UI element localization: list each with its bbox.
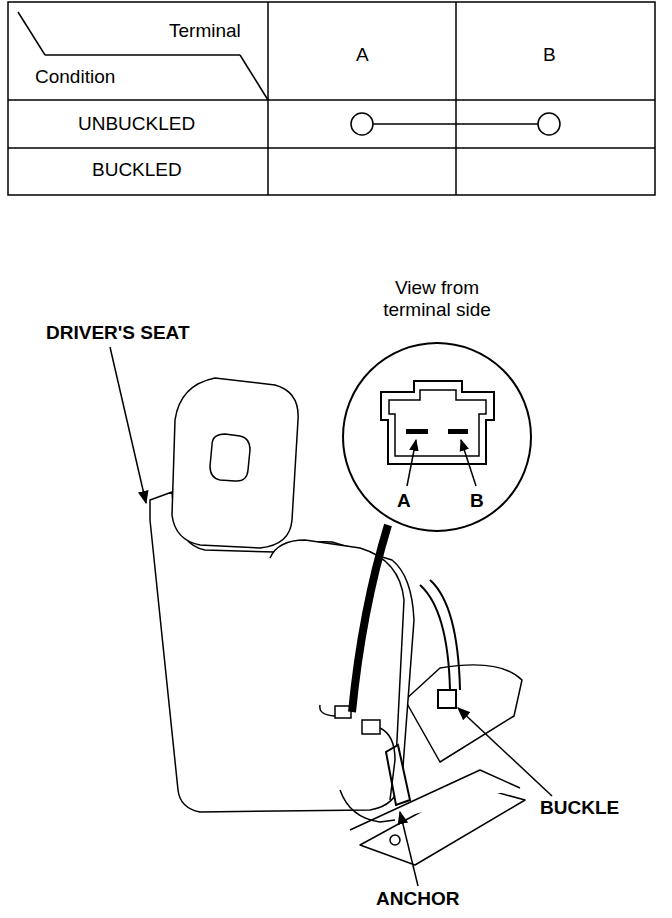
table-header: Condition bbox=[35, 66, 115, 88]
view-caption: View from terminal side bbox=[362, 277, 512, 321]
terminal-label: A bbox=[397, 490, 411, 512]
leader-lines bbox=[110, 347, 552, 886]
continuity-symbol bbox=[351, 113, 560, 135]
table-cell: BUCKLED bbox=[92, 159, 182, 181]
harness-plugs bbox=[320, 705, 395, 800]
table-header: A bbox=[356, 44, 369, 66]
table-header: Terminal bbox=[169, 20, 241, 42]
table-cell: UNBUCKLED bbox=[78, 113, 195, 135]
table-grid bbox=[8, 2, 655, 195]
callout-circle: View from terminal sideA B bbox=[337, 275, 537, 537]
terminal-label: B bbox=[470, 490, 484, 512]
harness-cable bbox=[352, 525, 388, 712]
part-name: DRIVER'S SEAT bbox=[46, 322, 190, 344]
seat-drawing bbox=[150, 378, 525, 865]
part-name: ANCHOR bbox=[376, 888, 459, 910]
table-header: B bbox=[543, 44, 556, 66]
part-name: BUCKLE bbox=[540, 797, 619, 819]
seat-belt bbox=[386, 580, 460, 805]
